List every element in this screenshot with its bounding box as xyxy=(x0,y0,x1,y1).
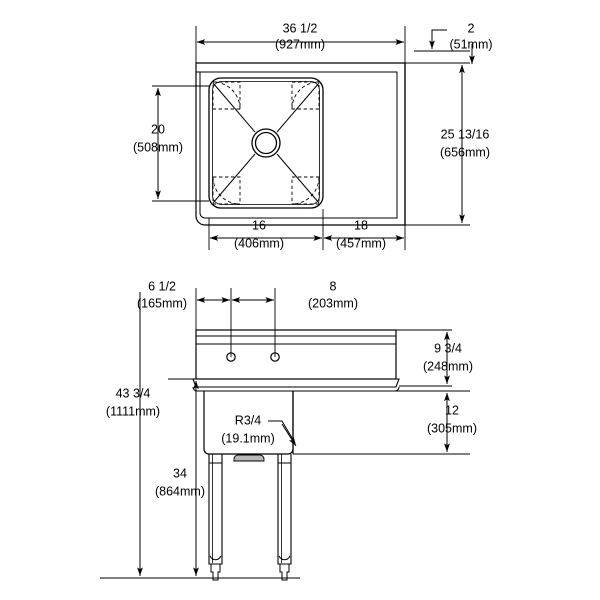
elev-adjustable-feet xyxy=(210,563,290,581)
dim-plan-bottom xyxy=(208,209,406,250)
dim-rim-metric: (51mm) xyxy=(449,37,492,51)
dim-overall-depth xyxy=(405,62,470,226)
dim-bowl-depth-elev-imperial: 12 xyxy=(445,403,459,417)
elev-faucet-holes xyxy=(226,352,280,362)
dim-drainboard-imperial: 18 xyxy=(354,218,368,232)
dim-overall-height-metric: (1111mm) xyxy=(106,404,160,418)
dim-overall-height-imperial: 43 3/4 xyxy=(116,386,151,400)
dimension-text-layer: 36 1/2 (927mm) 2 (51mm) 20 (508mm) 25 13… xyxy=(106,21,493,498)
dim-bowl-depth-plan xyxy=(152,85,209,202)
elev-legs xyxy=(208,454,292,565)
front-elevation-group xyxy=(100,288,470,581)
dim-bowl-width-imperial: 16 xyxy=(252,218,266,232)
dim-rim-thickness-leader xyxy=(414,29,475,64)
plan-corner-radius-details xyxy=(212,81,320,205)
plan-view-group xyxy=(152,26,475,250)
radius-callout-imperial: R3/4 xyxy=(235,413,261,427)
dim-hole-spacing-metric: (203mm) xyxy=(308,296,358,310)
dim-rim-imperial: 2 xyxy=(468,21,475,35)
dim-overall-height xyxy=(100,292,300,579)
dim-work-surface-height xyxy=(168,378,205,576)
elev-drain-stub xyxy=(233,454,265,462)
dim-hole-spacing-imperial: 8 xyxy=(330,279,337,293)
dim-bowl-depth-elev-metric: (305mm) xyxy=(427,421,477,435)
plan-drain-icon xyxy=(251,128,281,158)
dim-bowl-width-metric: (406mm) xyxy=(234,236,284,250)
dim-overall-width-metric: (927mm) xyxy=(275,37,325,51)
radius-callout-metric: (19.1mm) xyxy=(221,431,274,445)
plan-outer-body xyxy=(195,62,406,226)
dim-work-height-metric: (864mm) xyxy=(155,484,205,498)
elev-backsplash xyxy=(195,329,397,380)
elev-hole-extension-lines xyxy=(195,288,276,357)
dim-overall-depth-imperial: 25 13/16 xyxy=(441,127,490,141)
dim-drainboard-metric: (457mm) xyxy=(336,236,386,250)
dim-backsplash-metric: (248mm) xyxy=(423,359,473,373)
elev-deck-lip xyxy=(192,378,400,392)
dim-backsplash-height xyxy=(396,329,452,387)
dim-bowl-depth-plan-imperial: 20 xyxy=(151,122,165,136)
plan-bowl xyxy=(208,77,324,209)
dim-work-height-imperial: 34 xyxy=(173,466,187,480)
dim-hole-offset-metric: (165mm) xyxy=(137,296,187,310)
dim-bowl-depth-plan-metric: (508mm) xyxy=(133,140,183,154)
dim-hole-offset-imperial: 6 1/2 xyxy=(148,279,176,293)
radius-callout-leader xyxy=(268,420,297,447)
plan-bowl-slope-lines xyxy=(212,82,320,204)
elev-drainboard-edge xyxy=(293,390,440,455)
dim-overall-width-imperial: 36 1/2 xyxy=(283,21,318,35)
dim-bowl-depth-elev xyxy=(420,390,470,455)
dim-backsplash-imperial: 9 3/4 xyxy=(434,341,462,355)
dim-overall-depth-metric: (656mm) xyxy=(440,145,490,159)
